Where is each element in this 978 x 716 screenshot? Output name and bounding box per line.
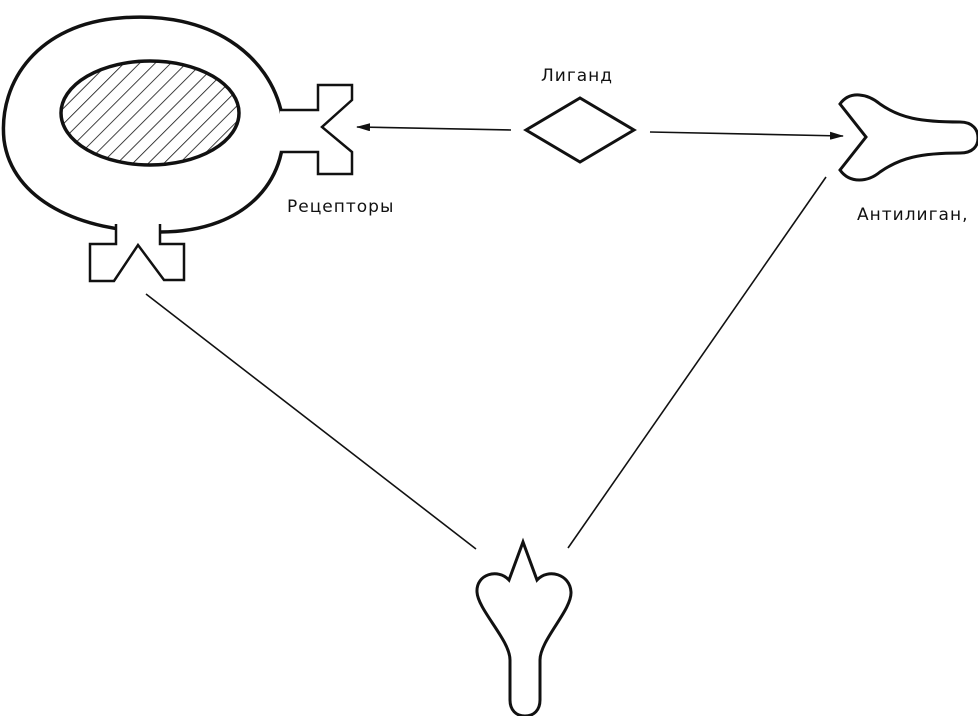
arrow-to-receptor [356,123,512,132]
cell-nucleus [59,59,241,167]
right-receptor [280,83,354,176]
arrow-to-antiligand [649,131,844,140]
connector-left [145,293,477,550]
ligand-diamond [523,96,637,164]
connector-right [567,176,827,549]
antiligand-label: Антилиган, [857,205,969,225]
cell [1,15,286,234]
bottom-molecule [475,537,573,716]
receptors-label: Рецепторы [287,197,395,217]
ligand-label: Лиганд [541,66,614,86]
bottom-receptor [88,224,186,283]
antiligand-shape [838,93,978,182]
